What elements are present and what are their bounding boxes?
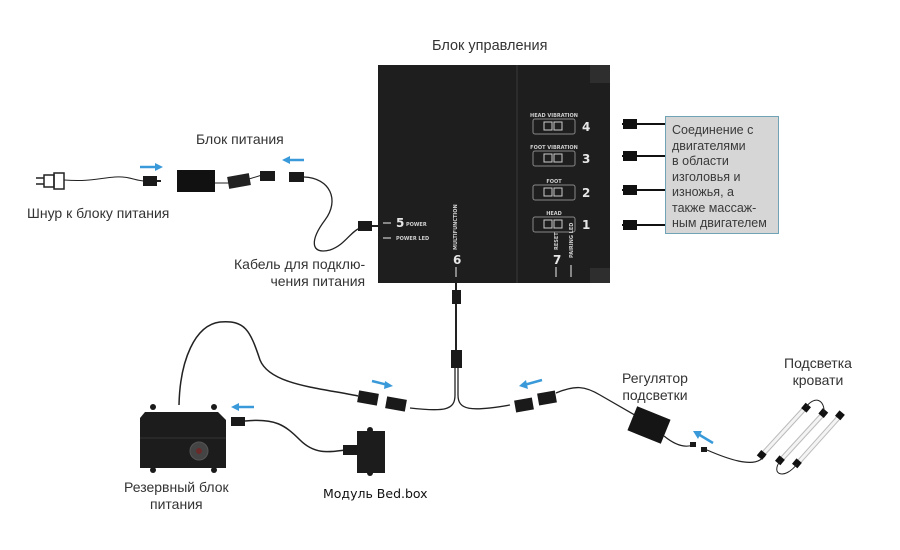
light-regulator-label: Регулятор подсветки xyxy=(622,370,688,404)
cord-connector xyxy=(143,176,157,186)
reset-label: RESET xyxy=(554,232,560,250)
note-line: в области xyxy=(672,154,729,168)
port-pin xyxy=(543,153,553,163)
arrow-left-icon xyxy=(519,378,543,389)
port-socket xyxy=(532,216,576,233)
power-port-label: POWER xyxy=(406,222,427,228)
power-led-label: POWER LED xyxy=(396,236,429,242)
bed-lighting-label: Подсветка кровати xyxy=(784,355,852,389)
backup-power-unit xyxy=(140,404,226,473)
port-pin xyxy=(543,219,553,229)
multifunction-number: 6 xyxy=(453,253,461,267)
control-box-body xyxy=(378,65,610,283)
control-box: HEAD VIBRATION 4 FOOT VIBRATION 3 FOOT 2… xyxy=(378,65,610,283)
port-pin xyxy=(543,187,553,197)
port-label: HEAD VIBRATION xyxy=(530,113,578,119)
note-line: изголовья и xyxy=(672,169,741,184)
port-1: HEAD 1 xyxy=(532,211,590,233)
power-supply-label: Блок питания xyxy=(196,131,284,147)
control-box-corner-top xyxy=(590,65,610,83)
motor-connectors xyxy=(622,119,665,230)
control-box-corner-bottom xyxy=(590,268,610,283)
port-4: HEAD VIBRATION 4 xyxy=(530,113,590,135)
port-socket xyxy=(532,184,576,201)
backup-cable xyxy=(178,321,407,412)
power-supply xyxy=(177,170,275,192)
port-pin xyxy=(553,121,563,131)
note-line: Соединение с xyxy=(672,123,754,137)
multifunction-label: MULTIFUNCTION xyxy=(453,204,459,250)
backup-power-label: Резервный блок питания xyxy=(124,479,229,513)
power-cord-label: Шнур к блоку питания xyxy=(27,205,170,221)
power-brick xyxy=(177,170,215,192)
light-regulator xyxy=(627,406,766,463)
power-cable xyxy=(289,172,378,252)
light-regulator-label-line: подсветки xyxy=(622,387,688,403)
note-line: двигателями xyxy=(672,138,746,153)
port-number: 3 xyxy=(582,152,590,166)
arrow-up-left-icon xyxy=(693,431,714,445)
port-3: FOOT VIBRATION 3 xyxy=(530,145,590,167)
reset-number: 7 xyxy=(553,253,561,267)
power-port-number: 5 xyxy=(396,216,404,230)
bed-lighting-label-line: Подсветка xyxy=(784,355,852,371)
port-number: 1 xyxy=(582,218,590,232)
arrow-right-icon xyxy=(140,163,163,171)
backup-power-label-line: Резервный блок xyxy=(124,479,229,495)
flow-arrows xyxy=(140,156,714,445)
bed-lighting-label-line: кровати xyxy=(792,372,844,388)
control-unit-label: Блок управления xyxy=(432,38,548,54)
plug-icon xyxy=(43,174,55,188)
light-cable xyxy=(514,386,641,419)
motor-connection-note: Соединение с двигателями в области изгол… xyxy=(665,116,779,234)
note-line: также массаж- xyxy=(672,200,757,215)
port-label: HEAD xyxy=(546,211,562,217)
arrow-left-icon xyxy=(231,403,254,411)
backup-power-label-line: питания xyxy=(150,496,203,512)
arrow-left-icon xyxy=(282,156,304,164)
port-pin xyxy=(553,219,563,229)
arrow-right-icon xyxy=(371,379,393,389)
power-cord xyxy=(36,172,161,190)
light-regulator-label-line: Регулятор xyxy=(622,370,688,386)
pairing-led-label: PAIRING LED xyxy=(569,223,575,258)
note-line: ным двигателем xyxy=(672,216,767,230)
port-label: FOOT VIBRATION xyxy=(530,145,578,151)
port-number: 4 xyxy=(582,120,590,134)
port-socket xyxy=(532,118,576,135)
port-pin xyxy=(553,187,563,197)
regulator-body xyxy=(627,406,671,444)
port-socket xyxy=(532,150,576,167)
power-cable-label: Кабель для подклю- чения питания xyxy=(234,256,365,290)
bedbox-body xyxy=(357,431,385,473)
bedbox-module xyxy=(231,417,385,476)
port-label: FOOT xyxy=(546,179,562,185)
multifunction-cable xyxy=(409,283,511,411)
bed-lighting-strips xyxy=(756,399,845,475)
power-cable-label-line: Кабель для подклю- xyxy=(234,256,366,272)
port-pin xyxy=(553,153,563,163)
note-line: изножья, а xyxy=(672,185,734,199)
port-number: 2 xyxy=(582,186,590,200)
port-2: FOOT 2 xyxy=(532,179,590,201)
power-cable-label-line: чения питания xyxy=(270,273,366,289)
bedbox-module-label: Модуль Bed.box xyxy=(323,486,428,501)
port-pin xyxy=(543,121,553,131)
